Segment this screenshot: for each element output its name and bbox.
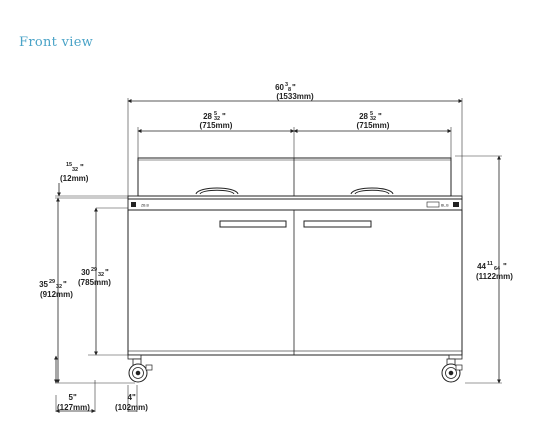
svg-text:60: 60 <box>275 83 284 92</box>
svg-text:(785mm): (785mm) <box>78 278 111 287</box>
svg-text:": " <box>63 280 67 289</box>
feet <box>127 354 463 360</box>
svg-text:": " <box>73 393 77 402</box>
svg-text:": " <box>378 112 382 121</box>
svg-text:32: 32 <box>214 116 220 122</box>
svg-text:29: 29 <box>91 267 97 273</box>
door-handle-icon <box>219 220 287 228</box>
svg-text:(12mm): (12mm) <box>60 174 89 183</box>
svg-text:(127mm): (127mm) <box>57 403 90 412</box>
caster-icon <box>441 358 463 383</box>
svg-text:": " <box>292 83 296 92</box>
svg-text:32: 32 <box>72 167 78 173</box>
svg-text:4: 4 <box>128 393 133 402</box>
svg-text:3: 3 <box>285 82 288 88</box>
overall-width-label: 60 3 8 " (1533mm) <box>275 82 314 101</box>
svg-text:64: 64 <box>494 266 501 272</box>
svg-text:28: 28 <box>359 112 368 121</box>
control-strip <box>127 198 463 211</box>
lid-enclosure <box>137 157 452 197</box>
svg-text:": " <box>222 112 226 121</box>
svg-text:35: 35 <box>39 280 48 289</box>
svg-text:11: 11 <box>487 261 493 267</box>
prep-table-unit <box>127 157 463 356</box>
svg-text:(715mm): (715mm) <box>200 121 233 130</box>
svg-text:5: 5 <box>214 111 217 117</box>
left-lid-width-label: 28 5 32 " (715mm) <box>200 111 233 130</box>
svg-text:32: 32 <box>56 284 62 290</box>
svg-text:": " <box>132 393 136 402</box>
svg-text:32: 32 <box>98 272 104 278</box>
svg-text:44: 44 <box>477 262 486 271</box>
svg-text:": " <box>80 163 84 172</box>
svg-text:(1122mm): (1122mm) <box>476 272 513 281</box>
svg-text:32: 32 <box>370 116 376 122</box>
panel-label-left: ZB.B <box>141 204 149 208</box>
svg-text:(912mm): (912mm) <box>40 290 73 299</box>
svg-text:30: 30 <box>81 268 90 277</box>
caster-icon <box>128 358 153 383</box>
svg-text:(1533mm): (1533mm) <box>276 92 314 101</box>
panel-label-right: BL.B <box>441 204 449 208</box>
page-title: Front view <box>19 35 94 50</box>
svg-text:5: 5 <box>370 111 373 117</box>
counter-height-label: 35 29 32 " (912mm) <box>39 279 73 299</box>
lid-handle-icon <box>350 187 394 195</box>
cabinet-height-label: 30 29 32 " (785mm) <box>78 267 111 287</box>
svg-text:15: 15 <box>66 162 72 168</box>
dimension-lines <box>54 99 501 413</box>
overall-height-label: 44 11 64 " (1122mm) <box>476 261 513 281</box>
svg-text:": " <box>503 262 507 271</box>
extension-lines <box>55 98 502 412</box>
svg-text:(715mm): (715mm) <box>357 121 390 130</box>
caster-height-label: 5 " (127mm) <box>57 393 90 412</box>
svg-text:8: 8 <box>288 87 291 93</box>
bottom-rail <box>127 350 463 356</box>
cutting-board-thickness-label: 15 32 " (12mm) <box>60 162 89 183</box>
svg-text:5: 5 <box>69 393 74 402</box>
svg-text:": " <box>105 268 109 277</box>
cabinet <box>127 209 463 356</box>
svg-text:29: 29 <box>49 279 55 285</box>
caster-offset-label: 4 " (102mm) <box>115 393 148 412</box>
svg-text:28: 28 <box>203 112 212 121</box>
control-panel-icon <box>131 201 459 208</box>
svg-text:(102mm): (102mm) <box>115 403 148 412</box>
right-lid-width-label: 28 5 32 " (715mm) <box>357 111 390 130</box>
lid-handle-icon <box>195 187 239 195</box>
door-handle-icon <box>303 220 372 228</box>
